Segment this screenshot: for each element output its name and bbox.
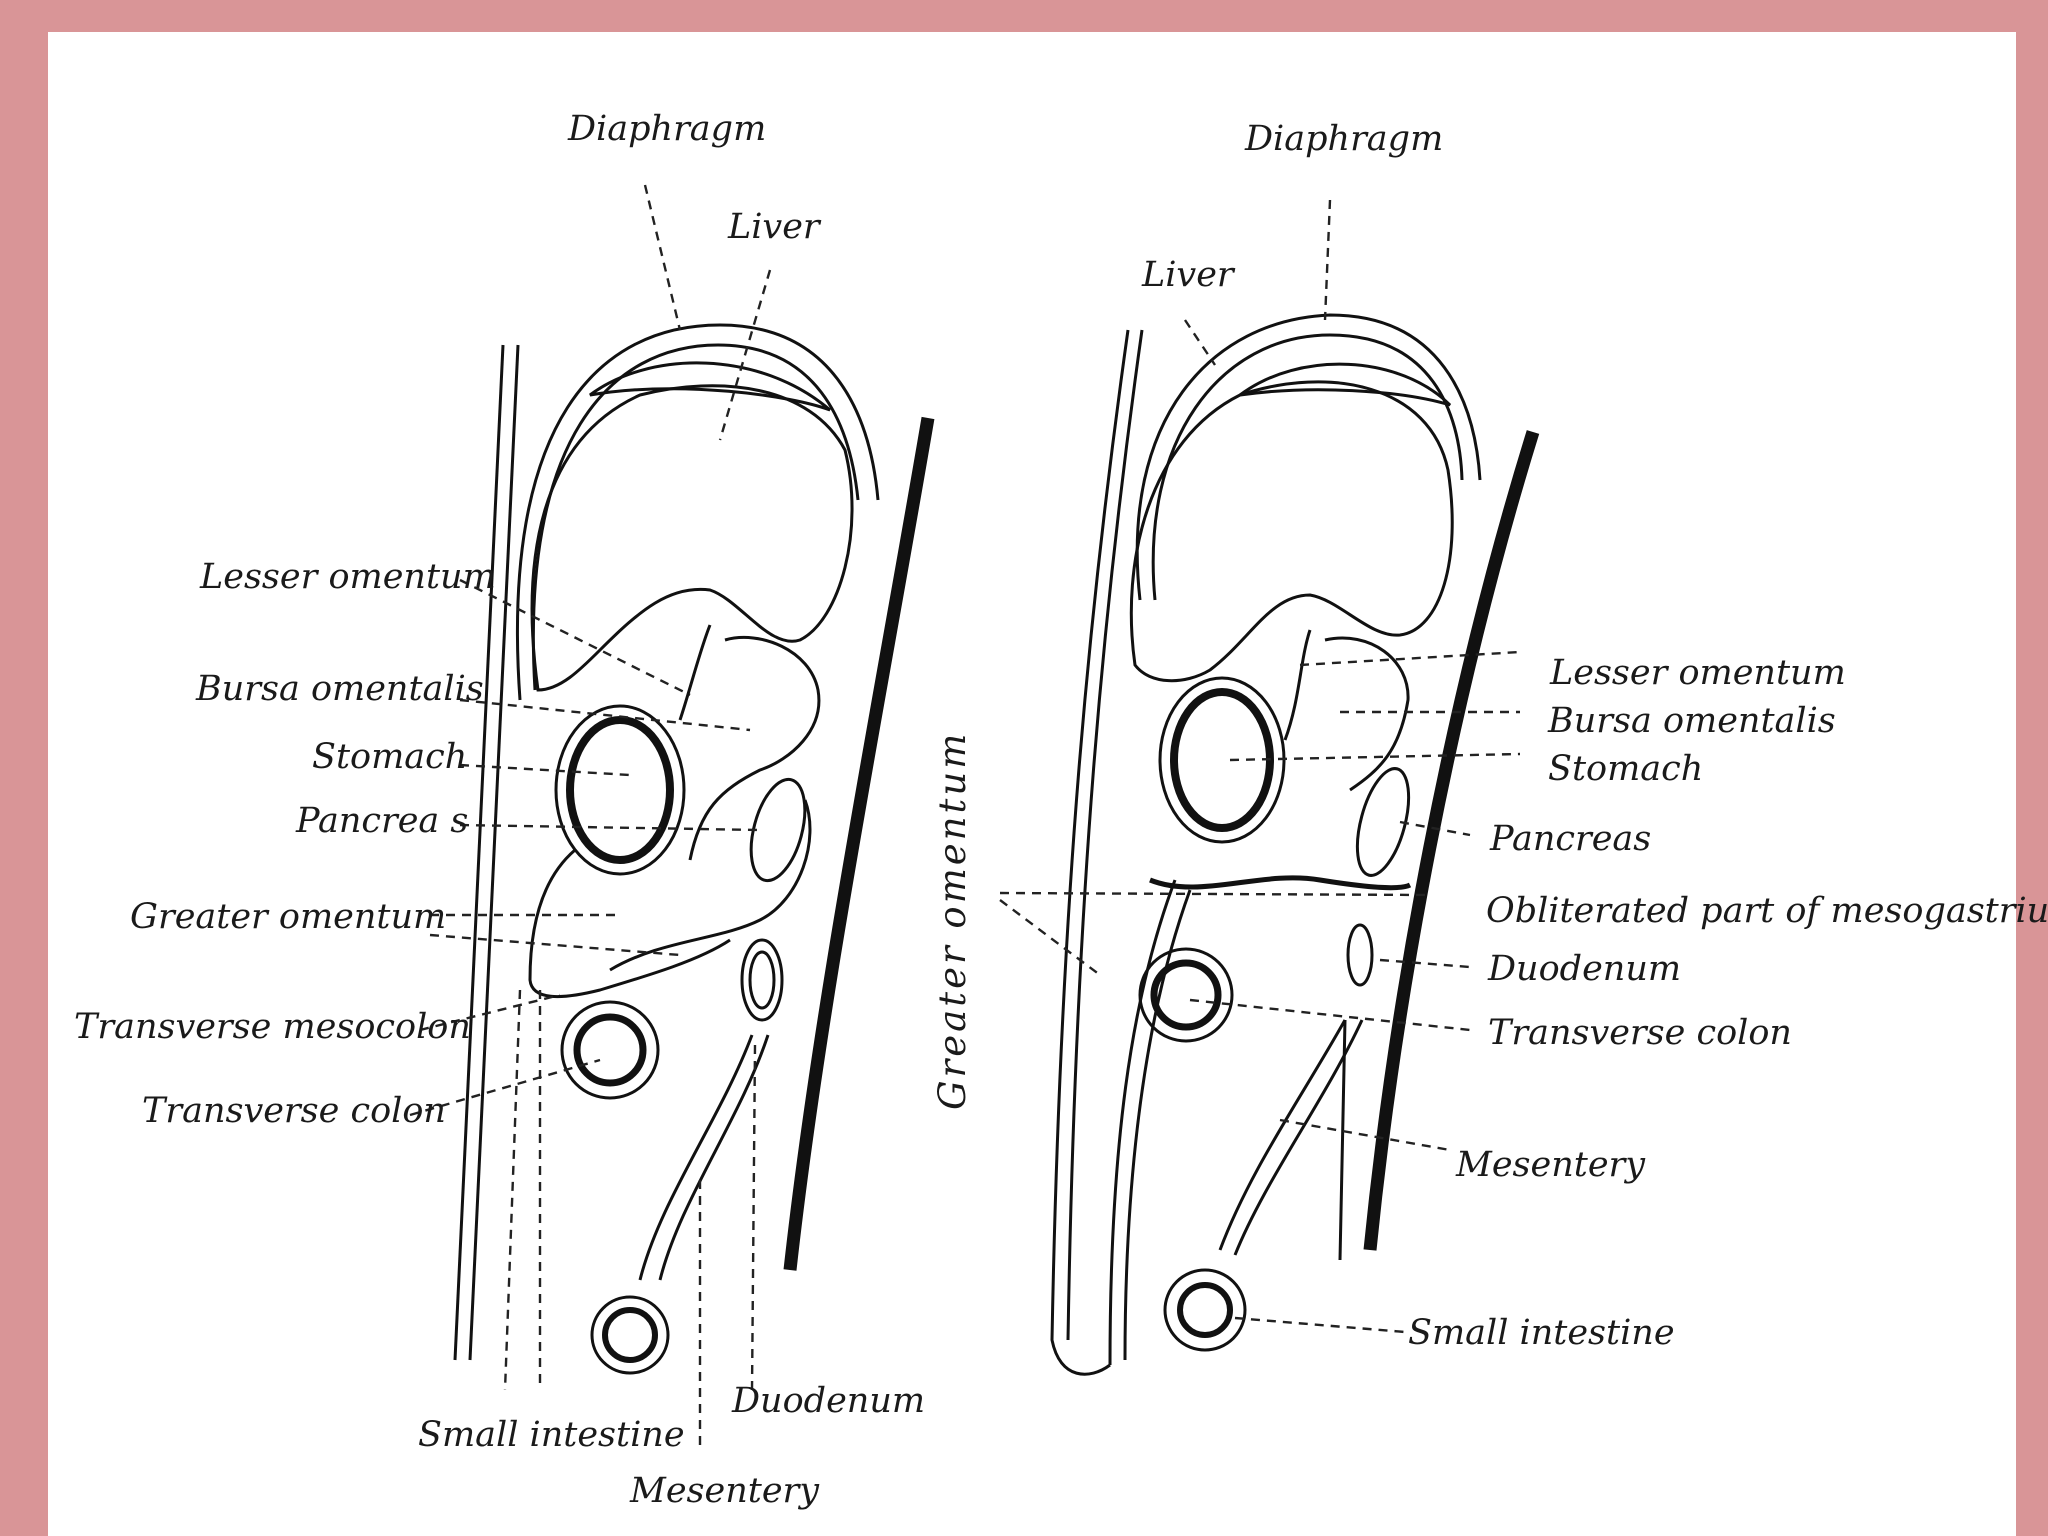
right-duodenum xyxy=(1346,923,1374,987)
left-bursa xyxy=(678,624,821,861)
right-pancreas xyxy=(1355,767,1411,877)
right-label-duodenum: Duodenum xyxy=(1487,949,1681,989)
left-diaphragm xyxy=(515,323,880,701)
right-label-bursa-omentalis: Bursa omentalis xyxy=(1547,701,1836,741)
left-label-liver: Liver xyxy=(727,207,822,247)
left-duodenum xyxy=(748,950,776,1010)
right-label-obliterated-mesogastrium: Obliterated part of mesogastrium xyxy=(1486,891,2048,931)
left-pancreas xyxy=(749,777,807,883)
left-abdominal-wall-inner xyxy=(468,344,520,1361)
left-label-diaphragm: Diaphragm xyxy=(567,109,766,149)
left-label-transverse-mesocolon: Transverse mesocolon xyxy=(74,1007,471,1047)
right-greater-omentum-fold xyxy=(1108,879,1192,1366)
right-label-pancreas: Pancreas xyxy=(1489,819,1651,859)
left-label-bursa-omentalis: Bursa omentalis xyxy=(195,669,484,709)
right-abdominal-wall-inner xyxy=(1066,329,1144,1341)
left-label-mesentery: Mesentery xyxy=(629,1471,820,1511)
left-labels: Diaphragm Liver Lesser omentum Bursa ome… xyxy=(74,109,925,1511)
left-label-lesser-omentum: Lesser omentum xyxy=(199,557,496,597)
right-transverse-colon xyxy=(1150,959,1222,1031)
right-posterior-wall xyxy=(1363,430,1540,1251)
right-label-stomach: Stomach xyxy=(1548,749,1703,789)
left-liver xyxy=(530,384,854,692)
left-small-intestine xyxy=(602,1307,658,1363)
left-stomach xyxy=(566,716,674,864)
left-greater-omentum xyxy=(528,848,731,999)
right-label-small-intestine: Small intestine xyxy=(1408,1313,1675,1353)
right-diaphragm xyxy=(1135,313,1482,601)
left-label-stomach: Stomach xyxy=(312,737,467,777)
left-label-duodenum: Duodenum xyxy=(731,1381,925,1421)
right-liver xyxy=(1129,380,1454,683)
right-mesentery xyxy=(1218,1019,1364,1256)
right-small-intestine xyxy=(1177,1282,1233,1338)
diagram-sheet xyxy=(48,32,2016,1536)
left-transverse-colon xyxy=(573,1013,647,1087)
left-abdominal-wall xyxy=(453,344,505,1361)
right-figure xyxy=(999,199,1540,1376)
center-label-greater-omentum: Greater omentum xyxy=(931,731,974,1110)
left-mesentery xyxy=(638,1034,770,1281)
right-stomach xyxy=(1170,688,1274,832)
left-diaphragm-inner xyxy=(531,343,860,691)
left-figure xyxy=(409,184,935,1450)
right-label-diaphragm: Diaphragm xyxy=(1244,119,1443,159)
left-label-greater-omentum: Greater omentum xyxy=(130,897,446,937)
left-posterior-wall xyxy=(783,416,935,1271)
right-label-lesser-omentum: Lesser omentum xyxy=(1549,653,1846,693)
left-label-small-intestine: Small intestine xyxy=(418,1415,685,1455)
right-label-liver: Liver xyxy=(1141,255,1236,295)
left-label-pancreas: Pancrea s xyxy=(295,801,468,841)
right-abdominal-wall xyxy=(1050,329,1130,1376)
left-label-transverse-colon: Transverse colon xyxy=(142,1091,446,1131)
right-label-mesentery: Mesentery xyxy=(1455,1145,1646,1185)
right-obliterated-mesogastrium xyxy=(1149,875,1412,891)
right-labels: Diaphragm Liver Lesser omentum Bursa ome… xyxy=(1141,119,2048,1353)
right-label-transverse-colon: Transverse colon xyxy=(1488,1013,1792,1053)
